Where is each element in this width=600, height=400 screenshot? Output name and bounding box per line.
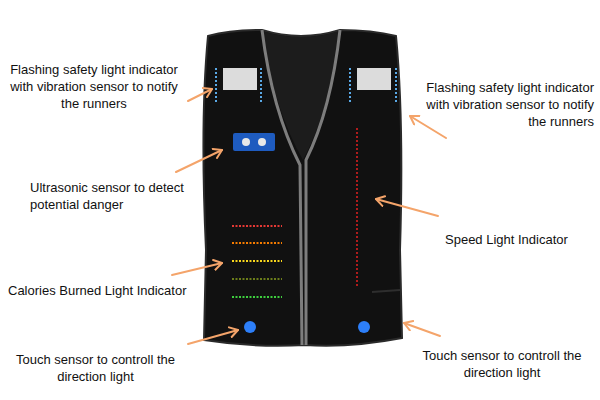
leader-arrow	[176, 150, 222, 172]
calorie-bar	[232, 242, 282, 244]
leader-arrow	[188, 330, 238, 344]
calorie-bar	[232, 296, 282, 298]
leader-arrow	[410, 116, 446, 138]
callout-label: Touch sensor to controll the direction l…	[8, 352, 183, 386]
callout-label: Flashing safety light indicator with vib…	[6, 62, 182, 113]
safety-light-panel	[223, 68, 257, 90]
leader-arrow	[404, 323, 440, 336]
safety-light-dots	[349, 68, 351, 102]
sensor-eye	[242, 138, 250, 146]
speed-bar	[356, 128, 358, 286]
ultrasonic-sensor	[233, 133, 275, 151]
callout-label: Ultrasonic sensor to detect potential da…	[30, 180, 202, 214]
calorie-bar	[232, 260, 282, 262]
callout-label: Touch sensor to controll the direction l…	[412, 348, 592, 382]
safety-light-panel	[357, 68, 391, 90]
touch-sensor	[244, 321, 256, 333]
callout-label: Calories Burned Light Indicator	[8, 283, 187, 300]
vest-piping	[306, 30, 340, 345]
calorie-bar	[232, 278, 282, 280]
vest-pocket-seam	[372, 290, 400, 292]
calorie-bar	[232, 225, 282, 227]
leader-arrow	[376, 199, 438, 216]
safety-light-dots	[215, 68, 217, 102]
sensor-eye	[258, 138, 266, 146]
safety-light-dots	[260, 68, 262, 102]
touch-sensor	[358, 321, 370, 333]
callout-label: Flashing safety light indicator with vib…	[408, 80, 594, 131]
safety-light-dots	[395, 68, 397, 102]
vest-body	[203, 30, 402, 346]
leader-arrow	[172, 263, 222, 275]
leader-arrow	[188, 89, 212, 101]
callout-label: Speed Light Indicator	[445, 232, 568, 249]
